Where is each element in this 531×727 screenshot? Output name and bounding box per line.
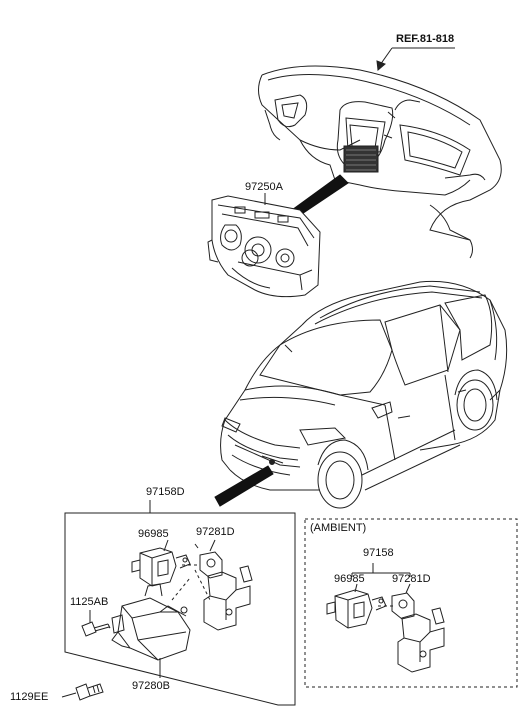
sensor-leader	[163, 539, 169, 552]
bracket-leader	[209, 539, 216, 552]
ambient-bracket-label[interactable]: 97281D	[392, 573, 431, 585]
ambient-box	[304, 518, 518, 688]
control-unit-label[interactable]: 97250A	[245, 181, 283, 193]
ambient-sensor-label[interactable]: 96985	[334, 573, 365, 585]
small-bolt-label[interactable]: 1125AB	[70, 596, 109, 608]
vehicle-illustration	[220, 280, 508, 509]
dashboard-illustration	[258, 65, 502, 259]
sensor-assy-label[interactable]: 97158D	[146, 486, 185, 498]
ambient-group-label[interactable]: 97158	[363, 547, 394, 559]
small-bolt-part	[81, 621, 111, 637]
heater-control-unit	[207, 195, 321, 298]
ref-label[interactable]: REF.81-818	[396, 33, 455, 45]
body-bracket-part	[111, 583, 191, 661]
sensor-left-label[interactable]: 96985	[138, 528, 169, 540]
body-bracket-label[interactable]: 97280B	[132, 680, 170, 692]
ambient-box-sensor-part	[326, 589, 387, 629]
ambient-box-bracket-part	[391, 592, 445, 673]
bracket-left-label[interactable]: 97281D	[196, 526, 235, 538]
ambient-sensor-part	[131, 547, 191, 587]
large-bolt-label[interactable]: 1129EE	[10, 691, 49, 703]
sensor-bracket-part	[194, 543, 253, 631]
sensor-arrow-icon	[214, 465, 274, 507]
ref-arrow-icon	[376, 60, 386, 71]
large-bolt-leader	[61, 692, 77, 698]
large-bolt-part	[75, 683, 104, 701]
parts-box	[64, 512, 296, 706]
ambient-title-label: (AMBIENT)	[310, 522, 367, 534]
